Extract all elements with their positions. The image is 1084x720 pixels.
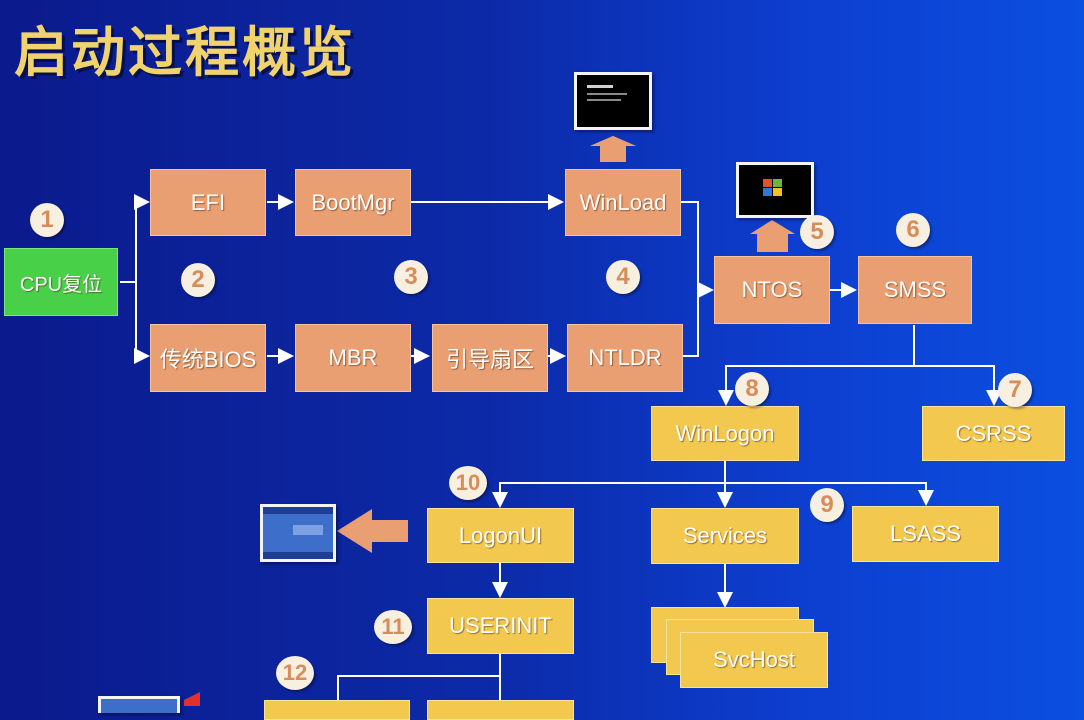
- step-badge-6: 6: [896, 213, 930, 247]
- node-ntos: NTOS: [714, 256, 830, 324]
- node-mbr: MBR: [295, 324, 411, 392]
- step-badge-3: 3: [394, 260, 428, 294]
- node-boot-sector: 引导扇区: [432, 324, 548, 392]
- step-badge-8: 8: [735, 372, 769, 406]
- step-badge-1: 1: [30, 203, 64, 237]
- step-badge-4: 4: [606, 260, 640, 294]
- console-screen-icon: [574, 72, 652, 130]
- node-services: Services: [651, 508, 799, 564]
- page-title: 启动过程概览: [14, 20, 356, 84]
- step-badge-11: 11: [374, 610, 412, 644]
- node-lsass: LSASS: [852, 506, 999, 562]
- step-badge-10: 10: [449, 466, 487, 500]
- login-screen-icon: [260, 504, 336, 562]
- node-csrss: CSRSS: [922, 406, 1065, 461]
- node-winlogon: WinLogon: [651, 406, 799, 461]
- step-badge-9: 9: [810, 488, 844, 522]
- node-userinit: USERINIT: [427, 598, 574, 654]
- node-svchost: SvcHost: [680, 632, 828, 688]
- step-badge-12: 12: [276, 656, 314, 690]
- node-bootmgr: BootMgr: [295, 169, 411, 236]
- desktop-screen-icon: [98, 696, 180, 713]
- bottom-box-left: [264, 700, 410, 720]
- windows-xp-screen-icon: [736, 162, 814, 218]
- node-smss: SMSS: [858, 256, 972, 324]
- node-efi: EFI: [150, 169, 266, 236]
- bottom-box-right: [427, 700, 574, 720]
- step-badge-2: 2: [181, 263, 215, 297]
- step-badge-7: 7: [998, 373, 1032, 407]
- node-legacy-bios: 传统BIOS: [150, 324, 266, 392]
- node-ntldr: NTLDR: [567, 324, 683, 392]
- step-badge-5: 5: [800, 215, 834, 249]
- node-winload: WinLoad: [565, 169, 681, 236]
- node-logonui: LogonUI: [427, 508, 574, 563]
- node-cpu-reset: CPU复位: [4, 248, 118, 316]
